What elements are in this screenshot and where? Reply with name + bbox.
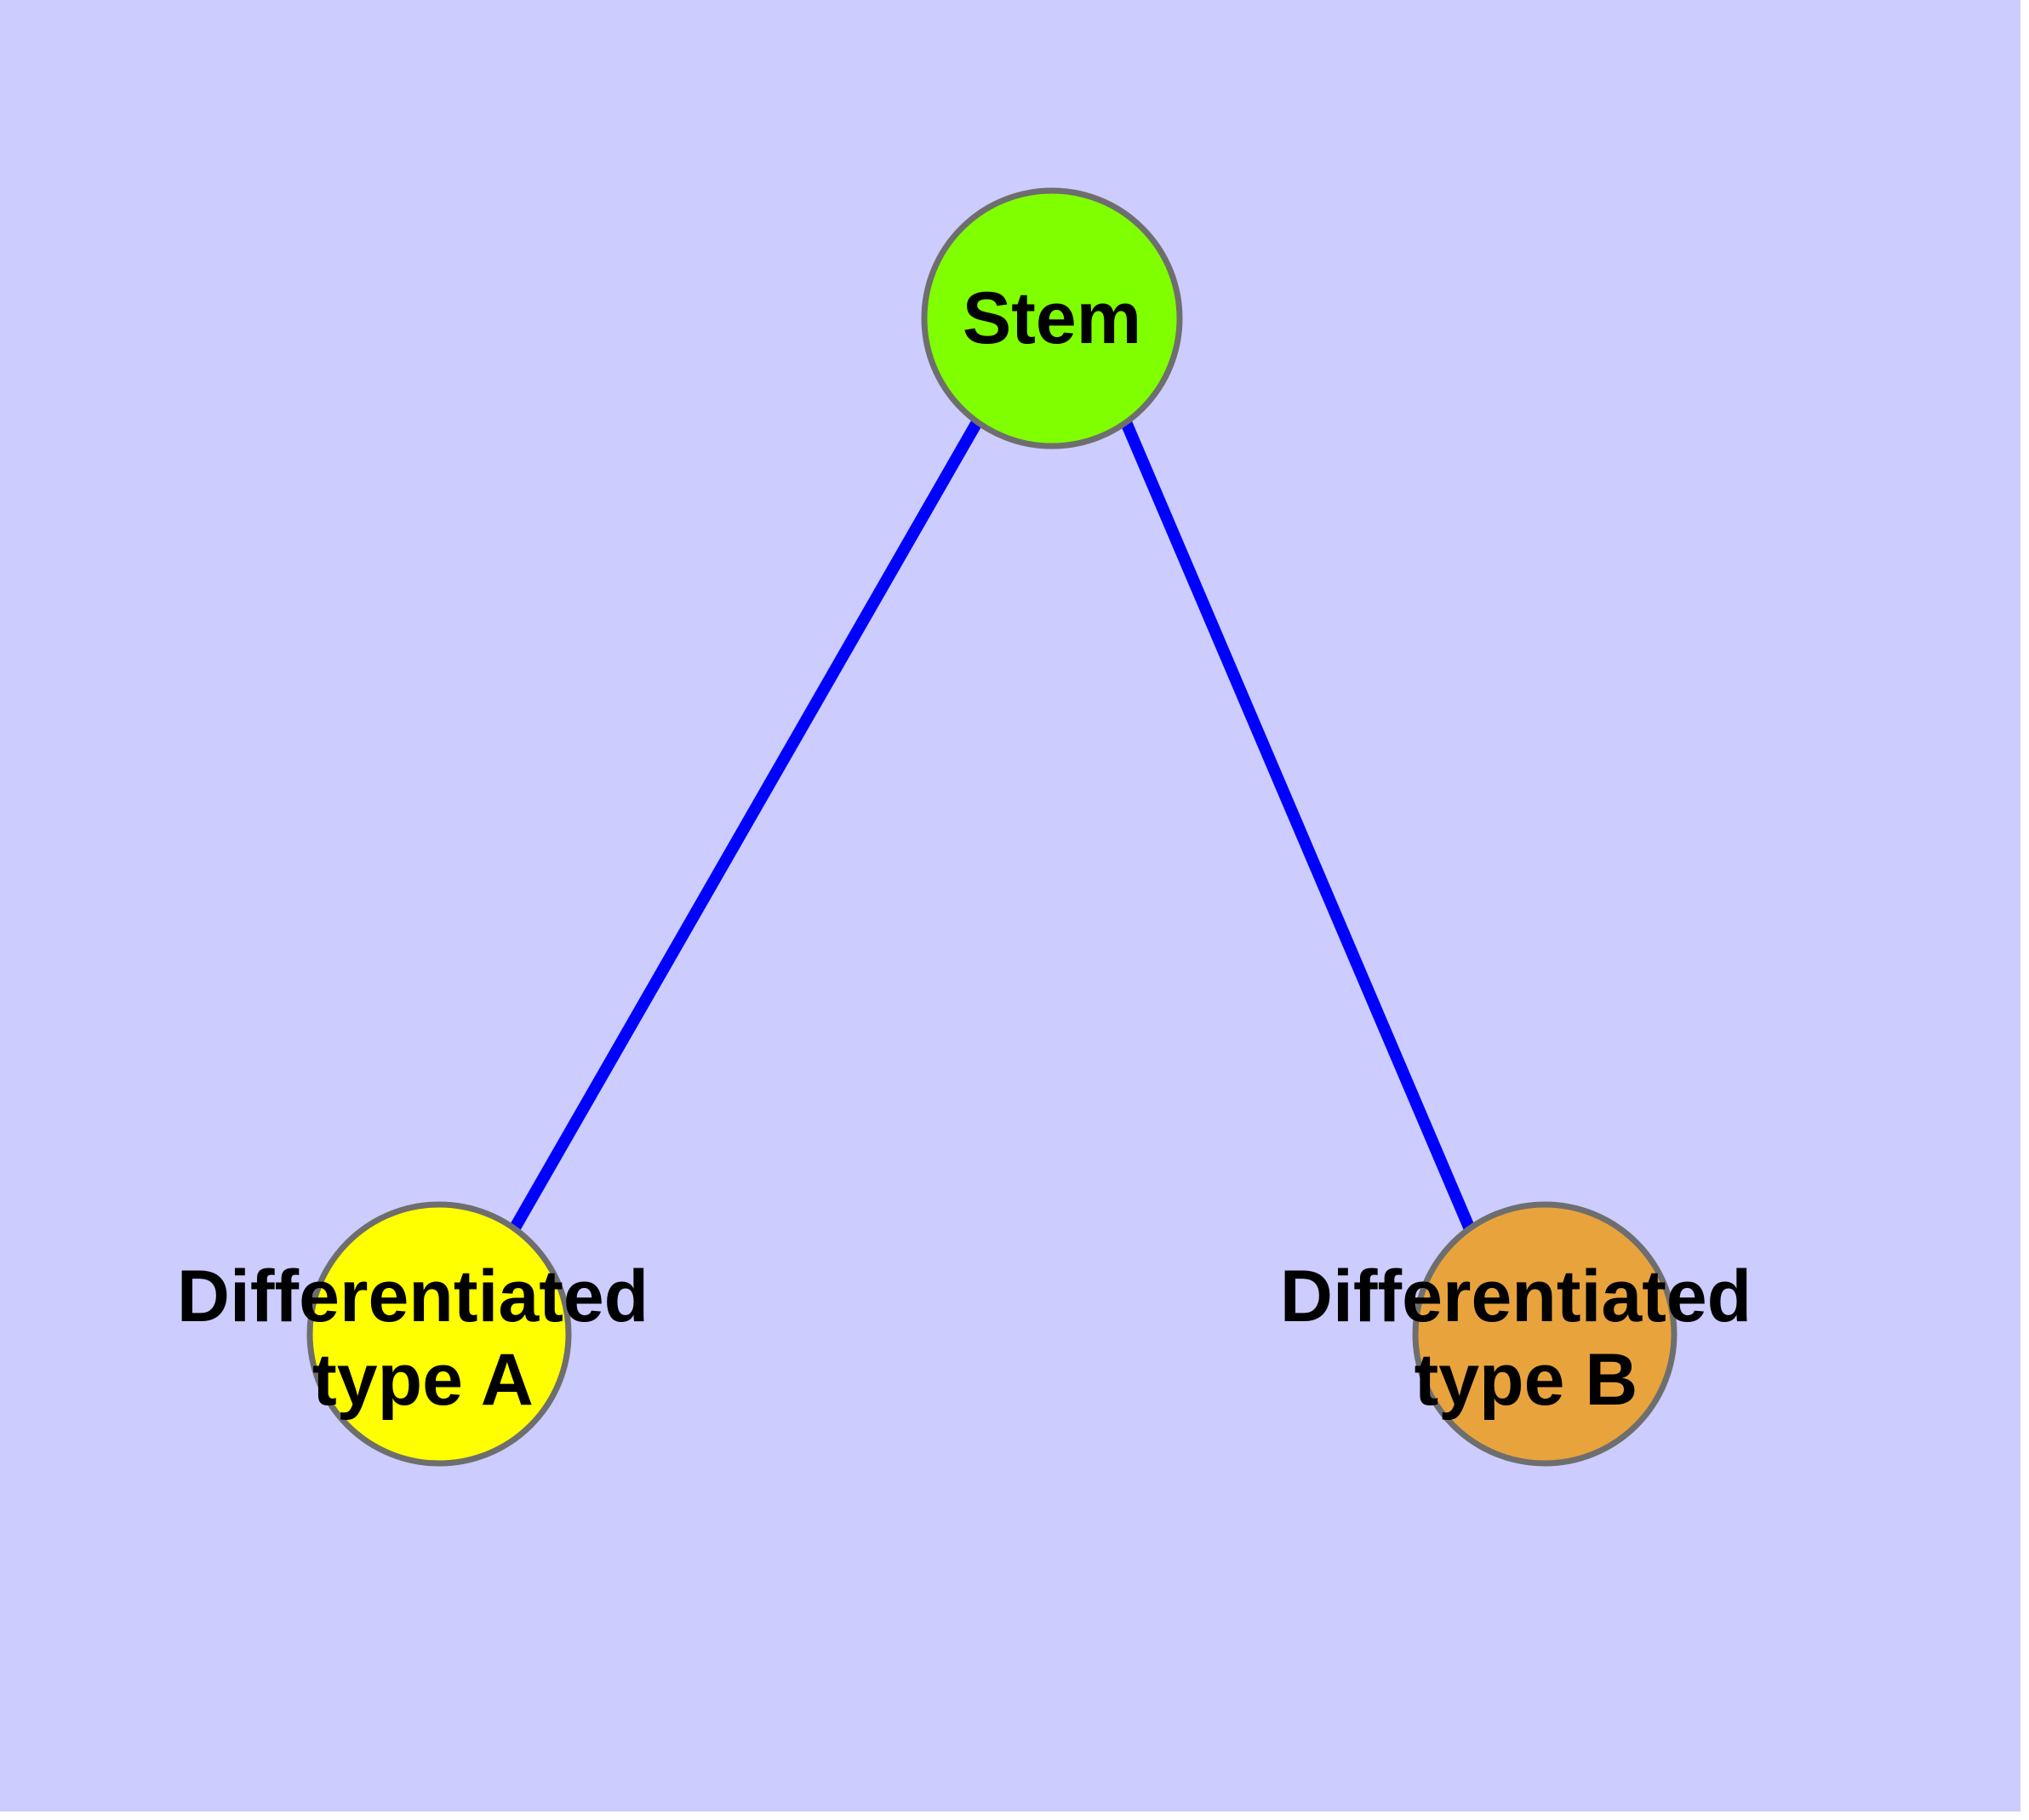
edge-stem-to-differentiated-type-b[interactable] <box>1120 420 1476 1232</box>
node-label-differentiated-type-a: Differentiated type A <box>177 1256 669 1421</box>
node-label-differentiated-type-b-line-2: type B <box>1415 1339 1638 1421</box>
node-differentiated-type-a[interactable] <box>306 1201 572 1467</box>
node-label-stem-line-1: Stem <box>963 278 1141 359</box>
edges-layer <box>508 419 1476 1233</box>
node-circle-differentiated-type-b[interactable] <box>1412 1201 1677 1467</box>
nodes-layer <box>306 187 1677 1467</box>
node-label-differentiated-type-b-line-1: Differentiated <box>1280 1256 1752 1337</box>
node-label-differentiated-type-a-line-2: type A <box>312 1339 534 1421</box>
node-label-differentiated-type-b: Differentiated type B <box>1280 1256 1772 1421</box>
node-stem[interactable] <box>921 187 1183 449</box>
node-circle-differentiated-type-a[interactable] <box>306 1201 572 1467</box>
node-label-stem: Stem <box>963 278 1141 359</box>
node-differentiated-type-b[interactable] <box>1412 1201 1677 1467</box>
labels-layer: Stem Differentiated type A Differentiate… <box>177 278 1772 1421</box>
node-circle-stem[interactable] <box>921 187 1183 449</box>
node-label-differentiated-type-a-line-1: Differentiated <box>177 1256 649 1337</box>
edge-stem-to-differentiated-type-a[interactable] <box>508 419 983 1233</box>
